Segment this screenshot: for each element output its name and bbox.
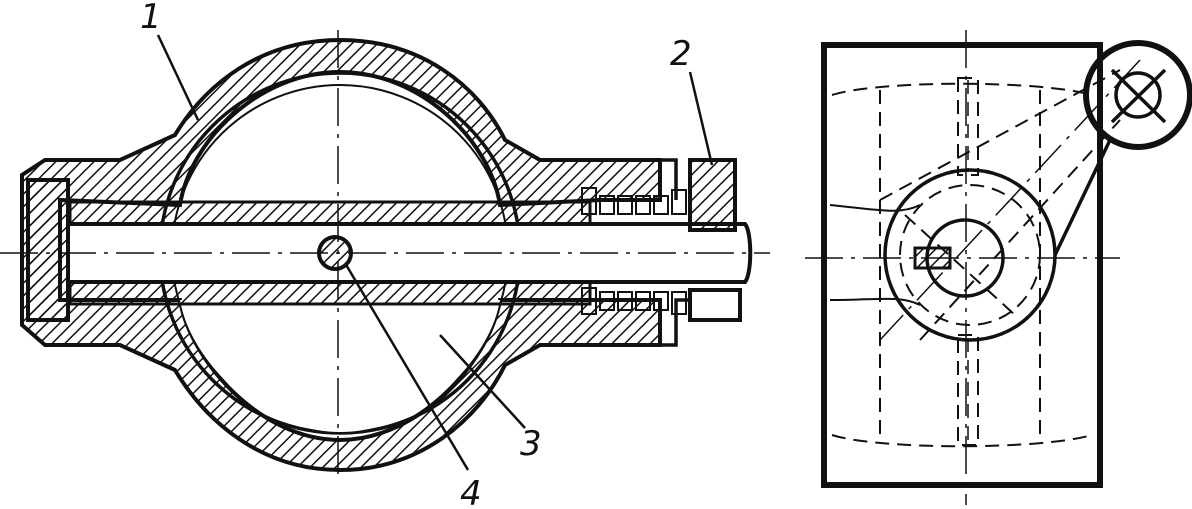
shaft-sleeve-bottom	[68, 280, 592, 306]
hidden-top-curve	[831, 82, 1093, 96]
handwheel-cross-b	[1110, 68, 1167, 124]
callout-2: 2	[670, 34, 692, 74]
gland-bracket-bottom	[660, 298, 690, 347]
side-diagonal-axis	[879, 59, 1141, 341]
leader-2	[688, 71, 714, 166]
hidden-wave-upper	[829, 204, 921, 212]
section-view: 1 2 3 4	[0, 0, 770, 509]
callout-3: 3	[520, 424, 542, 464]
left-end-cap	[26, 178, 70, 322]
side-body-outline	[821, 42, 1103, 488]
gland-flange	[688, 288, 742, 322]
leader-3	[439, 334, 526, 429]
hub-dashed	[899, 184, 1041, 326]
hub-outer	[883, 168, 1057, 342]
hidden-bottom-curve	[831, 434, 1093, 448]
packing-rings-top	[581, 187, 687, 215]
callout-1: 1	[140, 0, 162, 37]
valve-body-section	[20, 37, 662, 473]
spline-top	[957, 77, 979, 176]
gland-bracket-top	[662, 158, 678, 200]
lever-hidden-b	[919, 119, 1121, 341]
leader-1	[156, 34, 200, 121]
lever-hidden-a	[879, 69, 1121, 201]
handle-arm	[1053, 139, 1112, 256]
shaft-sleeve-top	[68, 200, 592, 226]
packing-rings-bottom	[581, 287, 687, 315]
gland-2	[688, 158, 737, 232]
handwheel-hub	[1114, 71, 1162, 119]
side-view	[805, 30, 1192, 505]
leader-4	[343, 262, 470, 471]
disc-3	[180, 300, 500, 432]
spline-bottom	[957, 334, 979, 446]
handwheel	[1083, 40, 1192, 150]
callout-4: 4	[460, 474, 482, 509]
lever-diag-1	[904, 214, 1016, 316]
hidden-wave-lower	[829, 297, 921, 306]
